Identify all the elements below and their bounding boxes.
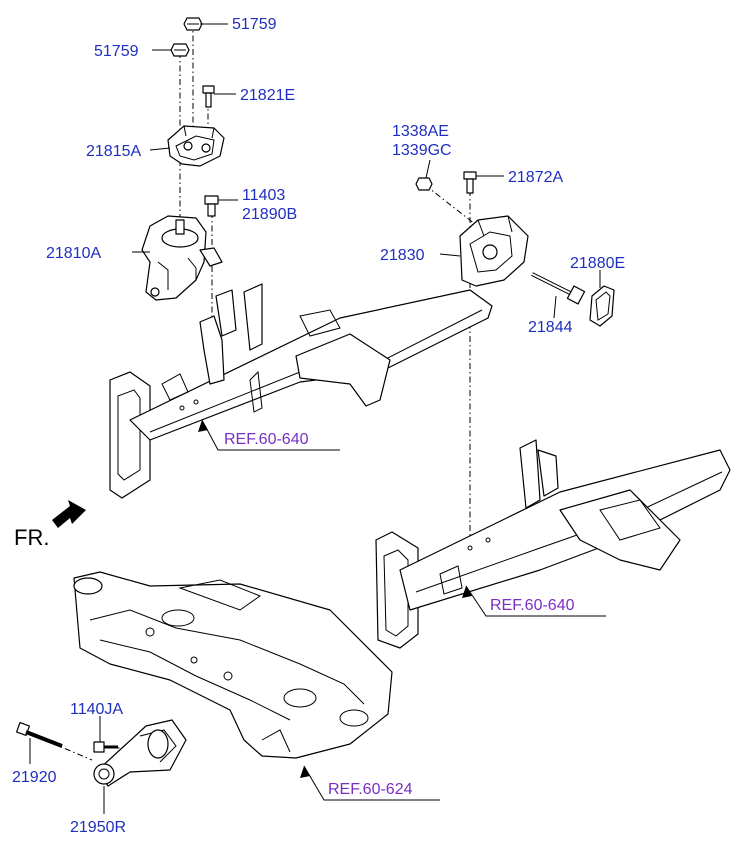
bolt-21872a[interactable] [463, 171, 477, 194]
roll-rod-21950r[interactable] [93, 719, 187, 787]
label-bolt-21920[interactable]: 21920 [12, 769, 57, 786]
label-nut-1338ae[interactable]: 1338AE [392, 123, 449, 140]
ref-left-frame[interactable]: REF.60-640 [224, 431, 309, 448]
front-direction-indicator: FR. [14, 500, 86, 550]
label-bolt-21844[interactable]: 21844 [528, 319, 573, 336]
bolt-11403-21890b[interactable] [204, 195, 219, 217]
nut-51759-top[interactable] [183, 17, 203, 31]
label-mount-21810a[interactable]: 21810A [46, 245, 101, 262]
bolt-21821e[interactable] [202, 85, 215, 108]
engine-mount-21810a[interactable] [141, 215, 223, 301]
mount-21830[interactable] [459, 215, 529, 287]
label-nut-51759-left[interactable]: 51759 [94, 43, 139, 60]
side-member-right-lower[interactable] [375, 439, 731, 649]
ref-right-frame[interactable]: REF.60-640 [490, 597, 575, 614]
label-bolt-21890b[interactable]: 21890B [242, 206, 297, 223]
label-bolt-1140ja[interactable]: 1140JA [70, 701, 123, 718]
bolt-21844[interactable] [531, 272, 586, 305]
label-nut-1339gc[interactable]: 1339GC [392, 142, 452, 159]
label-rod-21950r[interactable]: 21950R [70, 819, 126, 836]
label-mount-21830[interactable]: 21830 [380, 247, 425, 264]
bolt-21920[interactable] [15, 721, 63, 748]
label-cap-21880e[interactable]: 21880E [570, 255, 625, 272]
bolt-1140ja[interactable] [93, 741, 118, 753]
front-label: FR. [14, 525, 49, 550]
sub-frame[interactable] [73, 571, 393, 759]
bracket-21815a[interactable] [167, 125, 225, 167]
nut-1338ae[interactable] [415, 177, 433, 191]
side-member-left-upper[interactable] [109, 283, 493, 499]
label-bolt-21872a[interactable]: 21872A [508, 169, 563, 186]
nut-51759-left[interactable] [170, 43, 190, 57]
label-bolt-11403[interactable]: 11403 [242, 187, 285, 204]
label-bolt-21821e[interactable]: 21821E [240, 87, 295, 104]
ref-arrow-heads [198, 420, 472, 778]
arrow-down-left-icon [52, 500, 86, 528]
label-nut-51759-top[interactable]: 51759 [232, 16, 277, 33]
label-bracket-21815a[interactable]: 21815A [86, 143, 141, 160]
ref-subframe[interactable]: REF.60-624 [328, 781, 413, 798]
cap-21880e[interactable] [589, 285, 615, 327]
